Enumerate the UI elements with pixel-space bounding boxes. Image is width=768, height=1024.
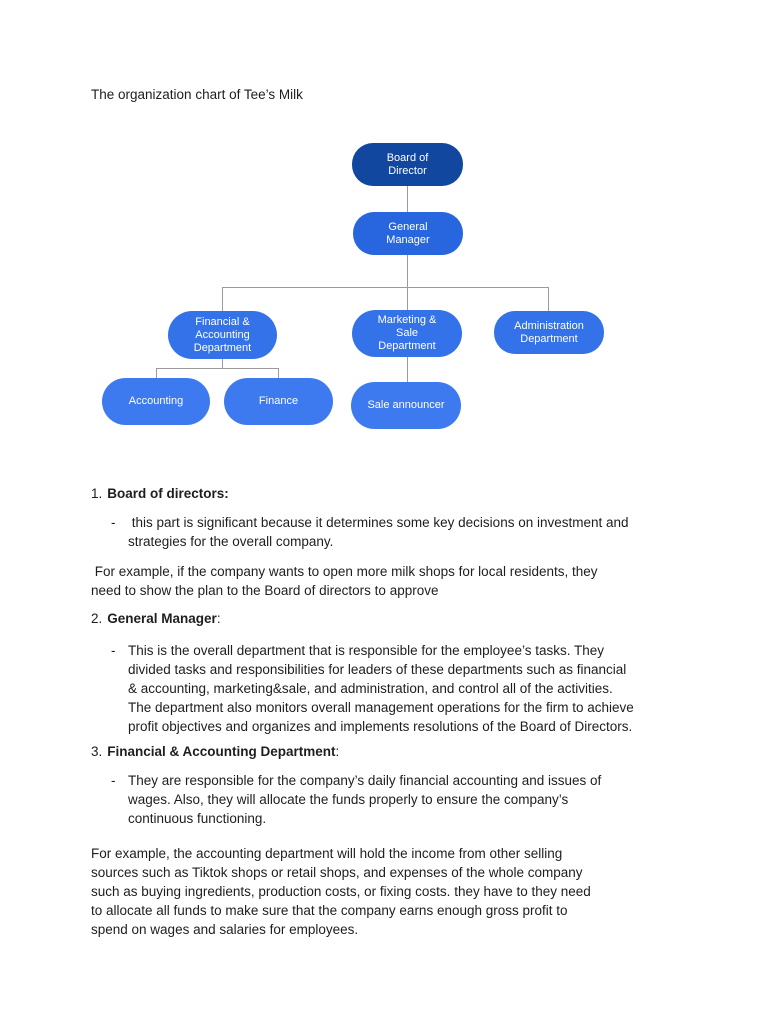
section-title: Financial & Accounting Department [107, 744, 336, 759]
section-heading-general-manager: 2. General Manager: [91, 609, 703, 628]
section-heading-board-of-directors: 1. Board of directors: [91, 484, 703, 503]
section-number: 2. [91, 611, 103, 626]
section-heading-financial-accounting-department: 3. Financial & Accounting Department: [91, 742, 703, 761]
org-node-label: Financial & Accounting Department [193, 315, 252, 354]
org-chart-connector [222, 287, 549, 288]
org-chart-connector [222, 287, 223, 311]
bullet-dash: - [111, 643, 116, 658]
org-chart-connector [407, 255, 408, 310]
org-node-financial-accounting-department: Financial & Accounting Department [168, 311, 277, 359]
org-node-label: Marketing & Sale Department [377, 314, 437, 352]
org-chart-connector [156, 368, 279, 369]
bullet-dash: - [111, 773, 116, 788]
section-title-suffix: : [216, 611, 221, 626]
org-node-label: Administration Department [514, 319, 584, 345]
org-node-label: Accounting [128, 395, 184, 407]
bullet-item: -They are responsible for the company’s … [91, 771, 703, 828]
section-title-suffix: : [335, 744, 340, 759]
org-node-accounting: Accounting [102, 378, 210, 425]
org-chart-connector [407, 186, 408, 212]
bullet-item: -This is the overall department that is … [91, 641, 703, 736]
org-chart-connector [407, 357, 408, 382]
org-chart-connector [156, 368, 157, 378]
org-node-general-manager: General Manager [353, 212, 463, 255]
org-chart-connector [278, 368, 279, 378]
bullet-text: They are responsible for the company’s d… [128, 773, 602, 826]
org-chart: Board of Director General Manager Financ… [0, 0, 768, 450]
org-node-label: Finance [258, 395, 299, 407]
bullet-item: - this part is significant because it de… [91, 513, 703, 551]
page-title: The organization chart of Tee’s Milk [91, 87, 303, 102]
section-number: 3. [91, 744, 103, 759]
org-node-sale-announcer: Sale announcer [351, 382, 461, 429]
bullet-text: this part is significant because it dete… [128, 515, 629, 549]
org-chart-connector [548, 287, 549, 311]
org-node-marketing-sale-department: Marketing & Sale Department [352, 310, 462, 357]
org-node-label: Sale announcer [367, 399, 445, 411]
section-title: General Manager [107, 611, 217, 626]
example-paragraph: For example, the accounting department w… [91, 846, 591, 937]
bullet-dash: - [111, 515, 116, 530]
bullet-text: This is the overall department that is r… [128, 643, 634, 734]
document-body: 1. Board of directors: - this part is sig… [91, 480, 703, 939]
org-node-label: General Manager [386, 220, 430, 246]
org-chart-connector [222, 359, 223, 368]
section-number: 1. [91, 486, 103, 501]
section-title: Board of directors: [107, 486, 229, 501]
org-node-label: Board of Director [386, 151, 429, 177]
org-node-finance: Finance [224, 378, 333, 425]
org-node-board-of-director: Board of Director [352, 143, 463, 186]
org-node-administration-department: Administration Department [494, 311, 604, 354]
example-paragraph: For example, if the company wants to ope… [91, 564, 598, 598]
